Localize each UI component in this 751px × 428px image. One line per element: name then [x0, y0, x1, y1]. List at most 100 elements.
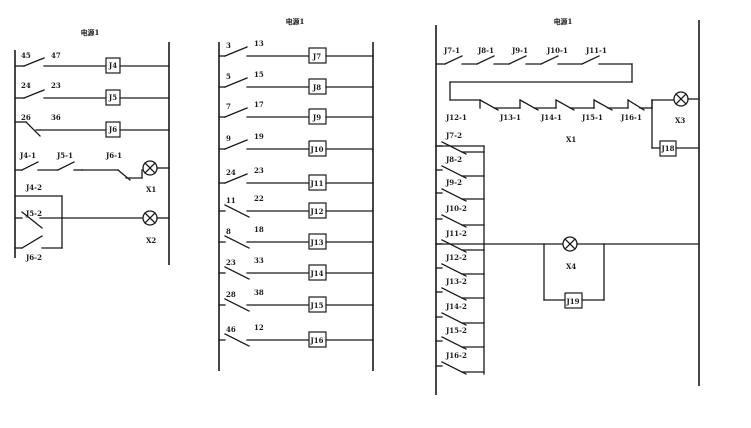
diagram-1: 电源1 J4 45 47 J5 24 23	[14, 28, 170, 265]
d3-title: 电源1	[554, 17, 573, 26]
d1-contact-J5-1: J5-1	[56, 151, 73, 160]
d2-r8-right: 33	[254, 256, 264, 265]
d2-r3-left: 7	[226, 102, 231, 111]
d3-coil-J19-label: J19	[565, 297, 579, 306]
d3-x1-label: X1	[566, 135, 576, 144]
d1-coil-J4-label: J4	[108, 61, 117, 70]
d3-contact-J10-1: J10-1	[546, 46, 568, 55]
d1-r2-left: 24	[21, 81, 31, 90]
d2-r6-right: 22	[254, 194, 264, 203]
d1-r1-left: 45	[21, 51, 31, 60]
d1-rung-2: J5 24 23	[14, 81, 170, 106]
d1-rung-1: J4 45 47	[14, 51, 170, 74]
d3-contact-J13-2: J13-2	[435, 277, 485, 301]
d3-contact-J10-2: J10-2	[435, 204, 485, 228]
d3-second-row: J18 J12-1 J13-1 J14-1 J15-1 J16-1 X3 X1	[445, 91, 700, 157]
d2-coil-J14-label: J14	[309, 269, 323, 278]
d2-r4-left: 9	[226, 134, 231, 143]
d3-contact-J13-1: J13-1	[499, 113, 521, 122]
d3-left-contacts: J7-2J8-2J9-2J10-2J11-2J12-2J13-2J14-2J15…	[435, 131, 485, 375]
d2-coil-J12-label: J12	[309, 207, 323, 216]
d1-lamp-X1-label: X1	[146, 185, 156, 194]
d2-rung-5: J11 24 23	[218, 166, 374, 191]
d3-x4-branch: J19 X4	[483, 236, 700, 309]
diagram-3: 电源1 J7-1 J8-1 J9-1 J10-1 J11-1	[435, 17, 700, 395]
d2-r6-left: 11	[226, 196, 236, 205]
d3-contact-label: J10-2	[445, 204, 467, 213]
d3-contact-J11-2: J11-2	[435, 229, 485, 253]
d3-contact-label: J14-2	[445, 302, 467, 311]
d1-contact-J4-2: J4-2	[25, 183, 42, 192]
d3-contact-J9-1: J9-1	[511, 46, 528, 55]
d1-parallel-rung: J4-2 J5-2 J6-2 X2	[14, 183, 170, 262]
d2-r7-left: 8	[226, 227, 231, 236]
d2-r4-right: 19	[254, 132, 264, 141]
d1-title: 电源1	[81, 28, 100, 37]
d3-contact-J9-2: J9-2	[435, 178, 485, 202]
d2-coil-J13-label: J13	[309, 238, 323, 247]
d2-r1-right: 13	[254, 39, 264, 48]
d3-contact-J12-1: J12-1	[445, 113, 467, 122]
d3-contact-label: J11-2	[445, 229, 467, 238]
d3-contact-label: J16-2	[445, 351, 467, 360]
d2-r9-left: 28	[226, 290, 236, 299]
d3-contact-J15-1: J15-1	[581, 113, 603, 122]
d2-coil-J15-label: J15	[309, 301, 323, 310]
d2-rung-8: J14 23 33	[218, 256, 374, 281]
d3-contact-J15-2: J15-2	[435, 326, 485, 350]
d3-contact-label: J8-2	[445, 155, 462, 164]
d3-contact-J16-2: J16-2	[435, 351, 485, 375]
d2-r2-right: 15	[254, 70, 264, 79]
d3-lamp-X3-label: X3	[675, 116, 685, 125]
d1-lamp-rung: J4-1 J5-1 J6-1 X1	[14, 151, 170, 194]
d2-r3-right: 17	[254, 100, 264, 109]
d2-rung-4: J10 9 19	[218, 132, 374, 157]
d2-rung-6: J12 11 22	[218, 194, 374, 219]
d3-contact-label: J9-2	[445, 178, 462, 187]
d2-r8-left: 23	[226, 258, 236, 267]
d1-contact-J6-2: J6-2	[25, 253, 42, 262]
d2-coil-J16-label: J16	[309, 336, 323, 345]
d2-coil-J10-label: J10	[309, 145, 323, 154]
d1-r1-right: 47	[51, 51, 61, 60]
d1-coil-J5-label: J5	[108, 93, 117, 102]
d2-rung-9: J15 28 38	[218, 288, 374, 313]
d2-r5-right: 23	[254, 166, 264, 175]
d2-rung-3: J9 7 17	[218, 100, 374, 125]
d1-rung-3: J6 26 36	[14, 113, 170, 138]
d2-coil-J11-label: J11	[309, 179, 323, 188]
d3-contact-J11-1: J11-1	[585, 46, 607, 55]
d3-lamp-X4-label: X4	[566, 262, 576, 271]
d2-r10-right: 12	[254, 323, 264, 332]
d1-contact-J5-2: J5-2	[25, 209, 42, 218]
d1-contact-J6-1: J6-1	[105, 151, 122, 160]
d2-rung-10: J16 46 12	[218, 323, 374, 348]
d3-contact-J14-1: J14-1	[540, 113, 562, 122]
d3-contact-J14-2: J14-2	[435, 302, 485, 326]
d1-coil-J6-label: J6	[108, 125, 117, 134]
d2-coil-J8-label: J8	[312, 83, 321, 92]
d3-contact-label: J12-2	[445, 253, 467, 262]
d3-contact-J7-2: J7-2	[435, 131, 485, 155]
d1-contact-J4-1: J4-1	[19, 151, 36, 160]
d2-r1-left: 3	[226, 41, 231, 50]
d3-contact-label: J13-2	[445, 277, 467, 286]
d2-r9-right: 38	[254, 288, 264, 297]
d2-r10-left: 46	[226, 325, 236, 334]
d3-contact-J12-2: J12-2	[435, 253, 485, 277]
d3-contact-label: J15-2	[445, 326, 467, 335]
d3-contact-J7-1: J7-1	[443, 46, 460, 55]
d1-r2-right: 23	[51, 81, 61, 90]
d2-coil-J9-label: J9	[312, 113, 321, 122]
d3-contact-J8-1: J8-1	[477, 46, 494, 55]
d3-top-row: J7-1 J8-1 J9-1 J10-1 J11-1	[435, 46, 633, 101]
d2-r2-left: 5	[226, 72, 231, 81]
d2-r5-left: 24	[226, 168, 236, 177]
d3-coil-J18-label: J18	[660, 144, 674, 153]
d3-contact-label: J7-2	[445, 131, 462, 140]
